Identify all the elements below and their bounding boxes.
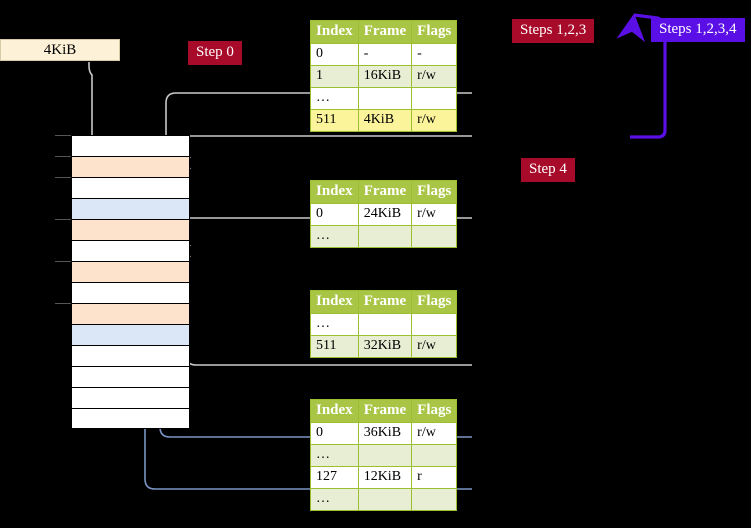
- memory-frame-row: [71, 261, 190, 282]
- table-cell: r: [411, 466, 458, 489]
- step0-badge: Step 0: [188, 41, 242, 65]
- memory-tick-mark: [55, 177, 71, 178]
- table-cell: [357, 87, 413, 110]
- table-row: …: [310, 444, 458, 467]
- table-cell: 511: [310, 335, 359, 358]
- table-cell: -: [357, 43, 413, 66]
- memory-tick-mark: [55, 303, 71, 304]
- table-cell: [411, 488, 458, 511]
- memory-tick-mark: [55, 219, 71, 220]
- table-cell: …: [310, 225, 359, 248]
- table-cell: 1: [310, 65, 359, 88]
- memory-frame-row: [71, 324, 190, 345]
- table-row: …: [310, 225, 458, 248]
- table-cell: …: [310, 313, 359, 336]
- table-cell: …: [310, 87, 359, 110]
- step0-label: Step 0: [196, 44, 234, 60]
- table-row: …: [310, 488, 458, 511]
- column-header-frame: Frame: [357, 399, 413, 423]
- column-header-frame: Frame: [357, 20, 413, 44]
- memory-tick-mark: [55, 156, 71, 157]
- memory-frame-row: [71, 198, 190, 219]
- table-cell: 24KiB: [357, 203, 413, 226]
- table-cell: [411, 313, 458, 336]
- table-cell: r/w: [411, 422, 458, 445]
- table-cell: 16KiB: [357, 65, 413, 88]
- memory-frame-row: [71, 240, 190, 261]
- table-cell: 36KiB: [357, 422, 413, 445]
- column-header-flags: Flags: [411, 180, 458, 204]
- table-cell: 32KiB: [357, 335, 413, 358]
- column-header-index: Index: [310, 399, 359, 423]
- memory-frame-row: [71, 282, 190, 303]
- table-row: …: [310, 87, 458, 110]
- table-cell: …: [310, 444, 359, 467]
- table-cell: [357, 488, 413, 511]
- memory-frame-row: [71, 366, 190, 387]
- column-header-flags: Flags: [411, 20, 458, 44]
- memory-frame-row: [71, 303, 190, 324]
- steps1234-badge: Steps 1,2,3,4: [651, 18, 745, 42]
- table-cell: 12KiB: [357, 466, 413, 489]
- size-box-label: 4KiB: [43, 41, 77, 58]
- table-cell: [357, 444, 413, 467]
- memory-frame-row: [71, 156, 190, 177]
- table-cell: [357, 225, 413, 248]
- table-cell: 511: [310, 109, 359, 132]
- column-header-index: Index: [310, 20, 359, 44]
- table-cell: r/w: [411, 65, 458, 88]
- memory-tick-mark: [55, 135, 71, 136]
- column-header-flags: Flags: [411, 290, 458, 314]
- step4-label: Step 4: [529, 161, 567, 177]
- memory-frame-row: [71, 219, 190, 240]
- column-header-index: Index: [310, 290, 359, 314]
- steps1234-label: Steps 1,2,3,4: [659, 21, 737, 37]
- steps123-label: Steps 1,2,3: [520, 22, 587, 38]
- table-cell: 4KiB: [357, 109, 413, 132]
- memory-frame-row: [71, 177, 190, 198]
- column-header-index: Index: [310, 180, 359, 204]
- column-header-frame: Frame: [357, 180, 413, 204]
- table-cell: [357, 313, 413, 336]
- column-header-frame: Frame: [357, 290, 413, 314]
- table-row: 0--: [310, 43, 458, 66]
- table-cell: 0: [310, 43, 359, 66]
- table-cell: r/w: [411, 203, 458, 226]
- table-cell: r/w: [411, 335, 458, 358]
- table-row: …: [310, 313, 458, 336]
- table-cell: 0: [310, 422, 359, 445]
- table-cell: [411, 87, 458, 110]
- table-cell: [411, 444, 458, 467]
- memory-frame-row: [71, 387, 190, 408]
- table-cell: …: [310, 488, 359, 511]
- steps123-badge: Steps 1,2,3: [512, 19, 595, 43]
- memory-frame-row: [71, 135, 190, 156]
- size-box-4kib: 4KiB: [0, 39, 120, 61]
- table-cell: r/w: [411, 109, 458, 132]
- memory-frame-row: [71, 408, 190, 429]
- step4-badge: Step 4: [521, 158, 575, 182]
- memory-tick-mark: [55, 261, 71, 262]
- column-header-flags: Flags: [411, 399, 458, 423]
- memory-frame-row: [71, 345, 190, 366]
- table-cell: 0: [310, 203, 359, 226]
- physical-memory-column: [55, 135, 190, 429]
- table-cell: -: [411, 43, 458, 66]
- table-cell: 127: [310, 466, 359, 489]
- table-cell: [411, 225, 458, 248]
